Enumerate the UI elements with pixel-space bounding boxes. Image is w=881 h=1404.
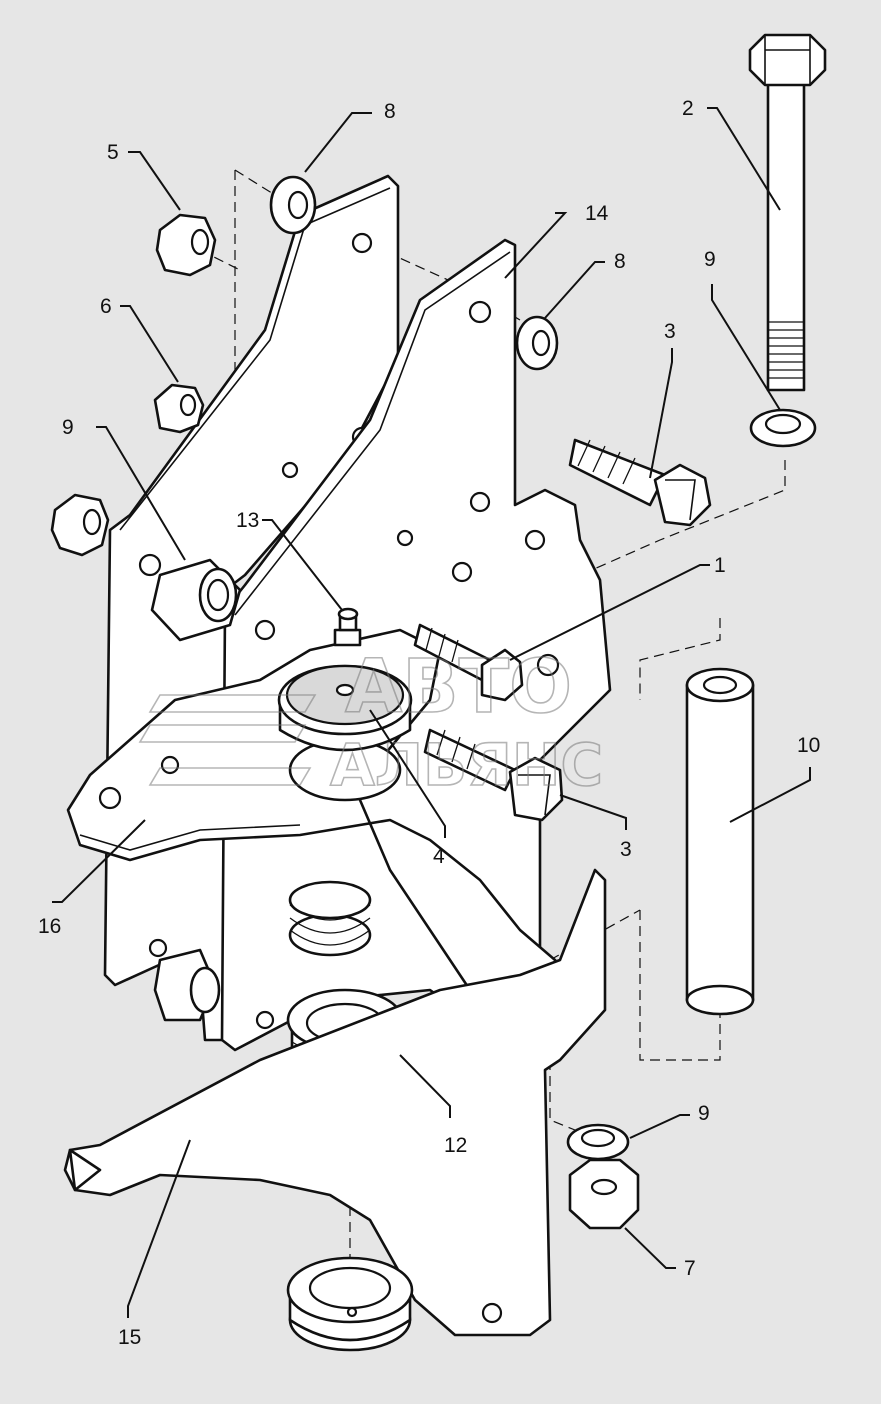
callout-8-upper: 8: [384, 100, 396, 123]
lower-arm: [63, 868, 607, 1337]
callout-15: 15: [118, 1326, 141, 1349]
callout-14: 14: [585, 202, 609, 225]
callout-11: 10: [797, 734, 820, 757]
leader-lines: [52, 107, 811, 1318]
bolt-upper: [568, 438, 712, 527]
lower-castle-nut: [286, 1256, 414, 1352]
callout-8-middle: 8: [614, 250, 626, 273]
hex-nut-5: [155, 213, 217, 277]
upper-spring-bushing: [288, 880, 372, 957]
callout-7: 7: [684, 1257, 696, 1280]
kingpin-cap: [277, 664, 413, 802]
callout-9-top: 9: [704, 248, 716, 271]
callout-5: 5: [107, 141, 119, 164]
grease-nipple: [333, 607, 362, 647]
watermark-line2: АЛЬЯНС: [330, 731, 603, 799]
hex-nut-lower: [568, 1158, 640, 1230]
pin: [685, 667, 755, 1016]
callout-13: 13: [236, 509, 259, 532]
flat-washer-middle: [515, 315, 559, 371]
callout-1: 1: [714, 554, 726, 577]
callout-2: 2: [682, 97, 694, 120]
bolt-lower: [423, 728, 564, 822]
callout-10: 9: [62, 416, 74, 439]
spacer-tube: [150, 558, 242, 1022]
long-bolt: [748, 33, 827, 392]
hex-nut-6: [153, 383, 205, 434]
hex-nut-left: [50, 493, 110, 557]
callout-12: 12: [444, 1134, 467, 1157]
spring-washer-lower: [566, 1123, 630, 1161]
callout-3-lower: 3: [620, 838, 632, 861]
callout-9-lower: 9: [698, 1102, 710, 1125]
watermark: АВТО АЛЬЯНС: [138, 643, 604, 800]
callout-3-upper: 3: [664, 320, 676, 343]
callout-16: 16: [38, 915, 61, 938]
flat-washer-upper: [269, 175, 317, 235]
callout-4: 4: [433, 845, 445, 868]
callout-labels: 8 5 6 9 2 14 8 9 9 9 9 3 13 1 10 4 3 16 …: [38, 97, 820, 1349]
spring-washer-upper: [749, 408, 817, 448]
callout-6: 6: [100, 295, 112, 318]
bolt-middle: [413, 623, 524, 702]
watermark-line1: АВТО: [345, 644, 572, 730]
